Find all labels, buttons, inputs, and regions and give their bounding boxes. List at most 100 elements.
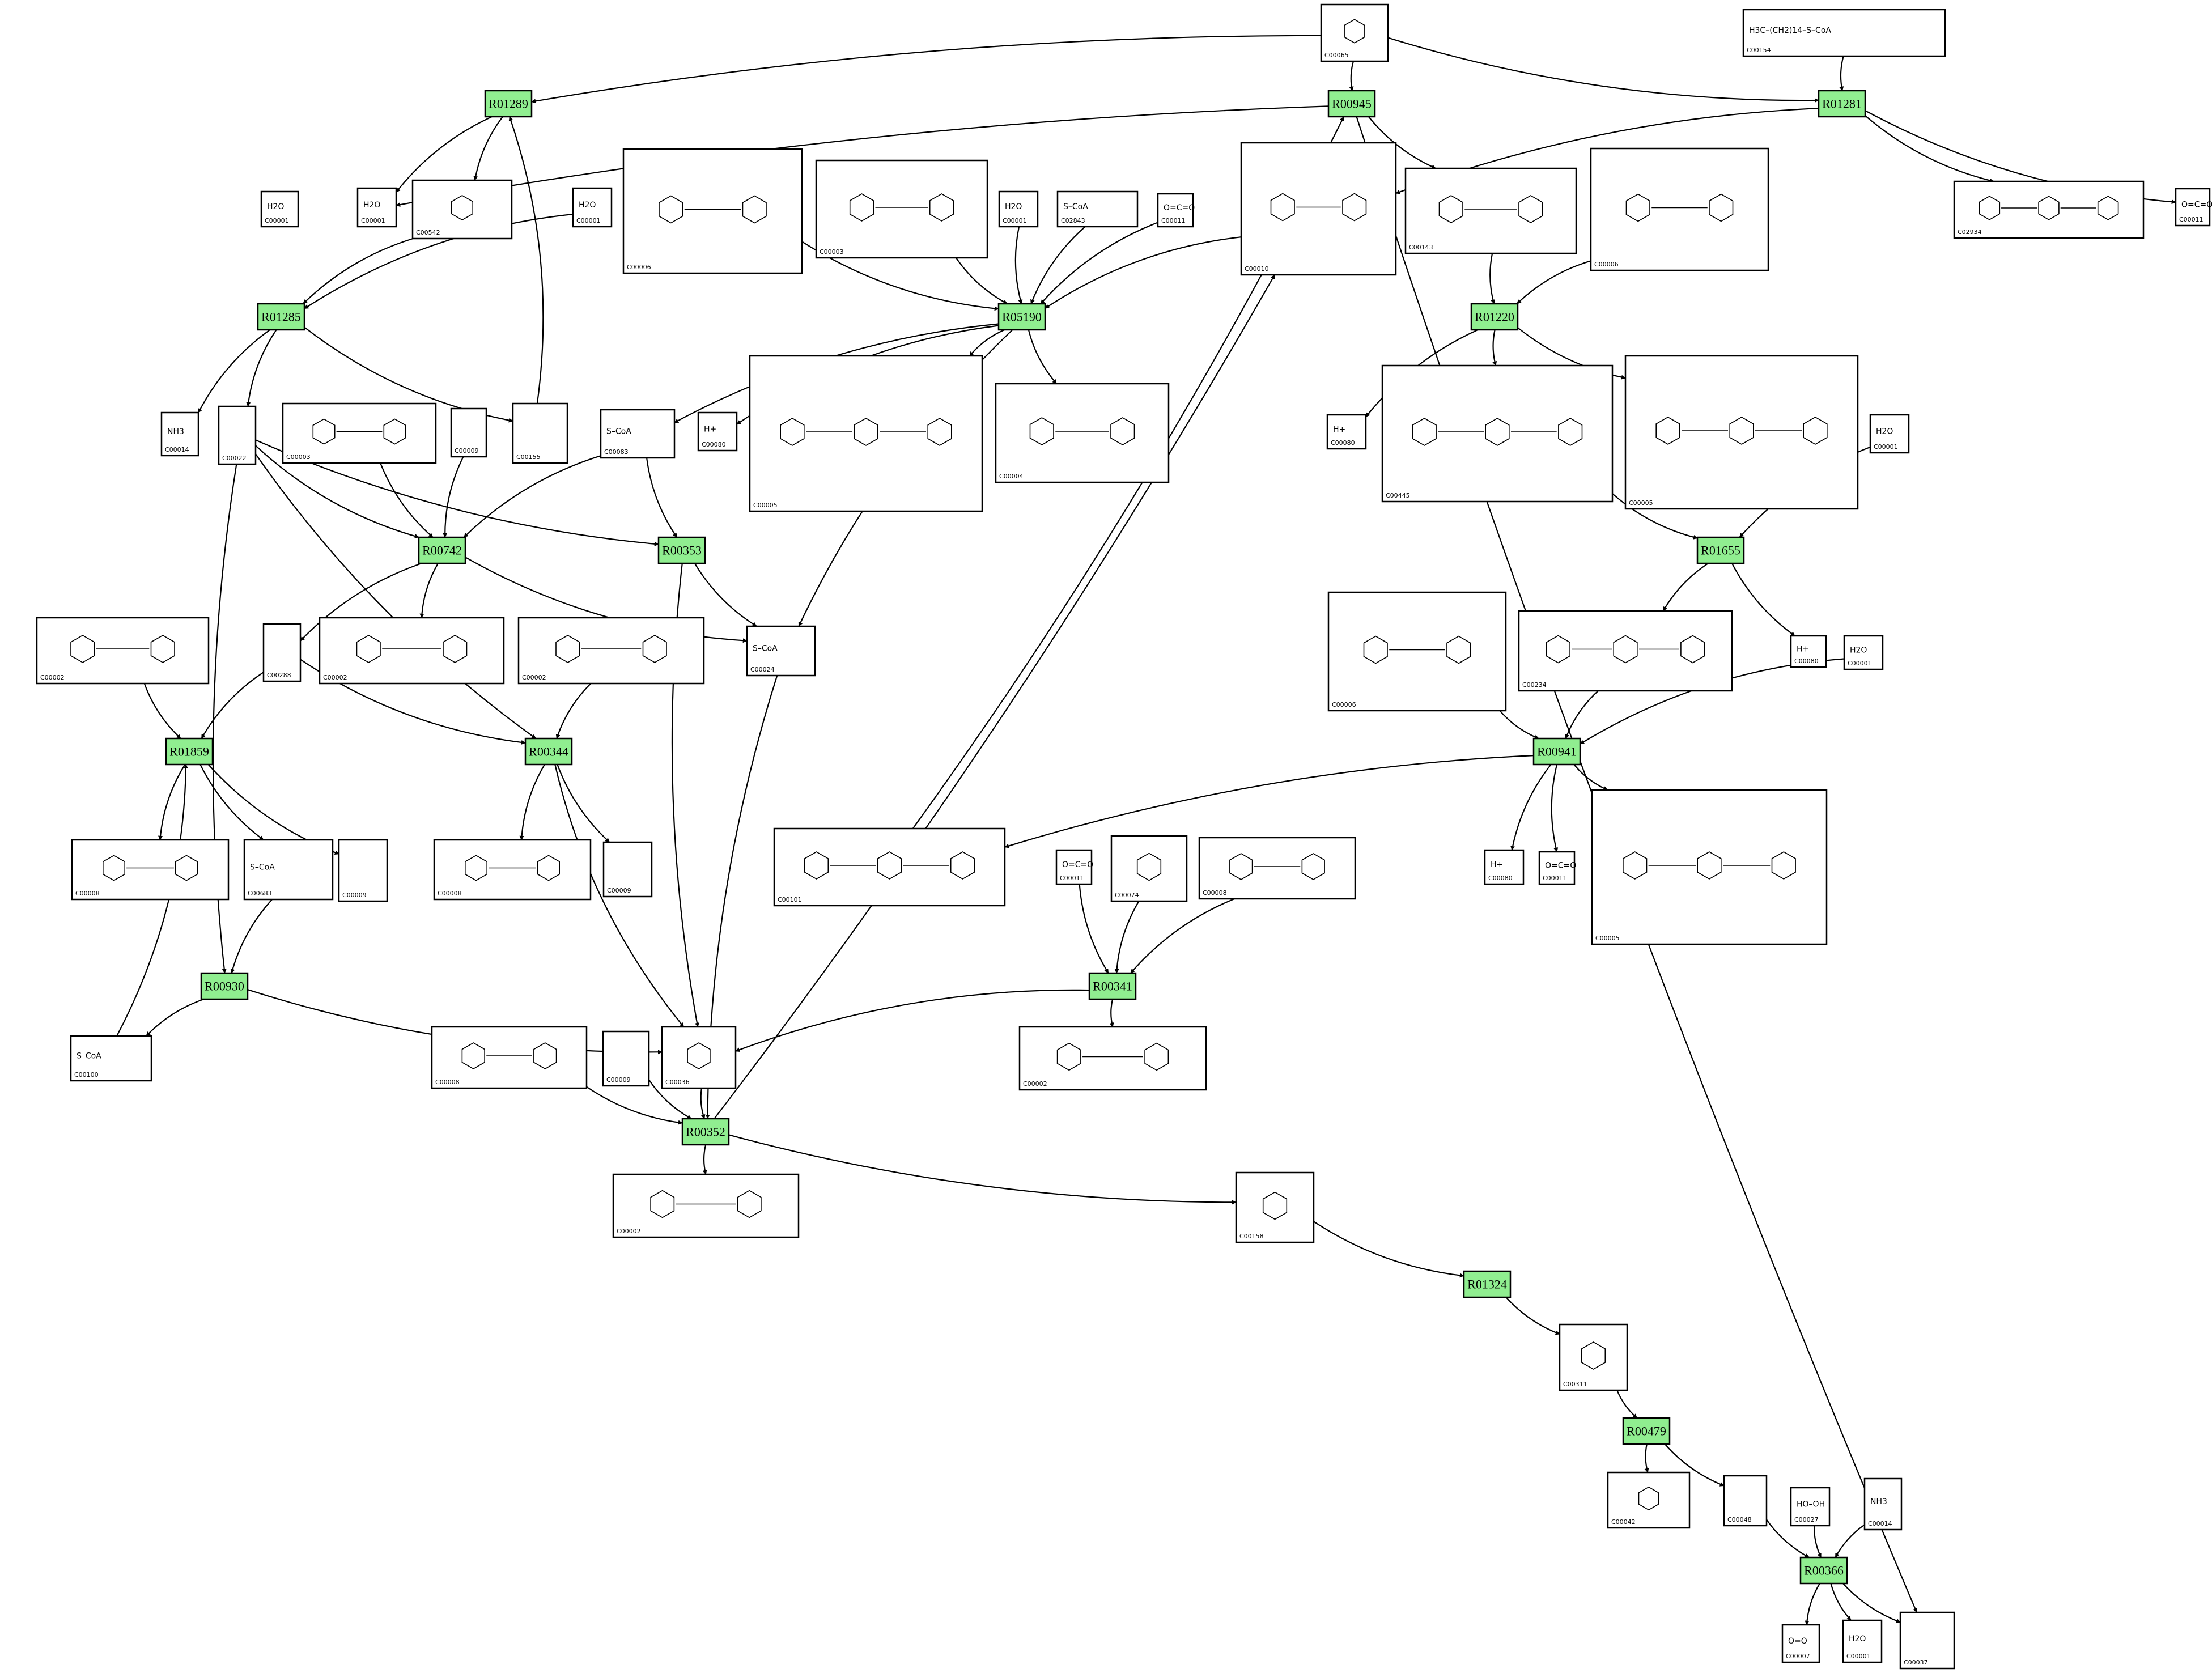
- reaction-r00479[interactable]: R00479: [1622, 1417, 1671, 1445]
- compound-c00002[interactable]: C00002: [1018, 1026, 1207, 1091]
- compound-c00006[interactable]: C00006: [1327, 591, 1507, 712]
- compound-c00022[interactable]: C00022: [218, 405, 257, 465]
- compound-c00037[interactable]: C00037: [1899, 1611, 1955, 1670]
- reaction-r01655[interactable]: R01655: [1696, 536, 1745, 564]
- compound-formula: H+: [1333, 425, 1345, 434]
- compound-c00009[interactable]: C00009: [602, 841, 653, 898]
- compound-c00042[interactable]: C00042: [1607, 1471, 1691, 1529]
- edge-c0143-R01220: [1489, 253, 1496, 304]
- compound-c00003[interactable]: C00003: [282, 402, 437, 464]
- compound-id: C00005: [753, 502, 778, 509]
- compound-c00101[interactable]: C00101: [773, 827, 1006, 907]
- compound-c00065[interactable]: C00065: [1320, 3, 1389, 62]
- compound-c00074[interactable]: C00074: [1110, 835, 1188, 902]
- compound-c00158[interactable]: C00158: [1235, 1171, 1315, 1243]
- compound-c00143[interactable]: C00143: [1404, 167, 1577, 254]
- compound-c00006[interactable]: C00006: [1590, 147, 1769, 271]
- compound-c00008[interactable]: C00008: [1198, 836, 1356, 900]
- reaction-r00344[interactable]: R00344: [524, 737, 573, 766]
- reaction-box: [1463, 1270, 1512, 1298]
- compound-c00542[interactable]: C00542: [411, 179, 513, 240]
- compound-c00080[interactable]: H+C00080: [697, 411, 738, 452]
- compound-c00010[interactable]: C00010: [1240, 142, 1397, 276]
- reaction-r00352[interactable]: R00352: [681, 1118, 730, 1146]
- reaction-r01324[interactable]: R01324: [1463, 1270, 1512, 1298]
- compound-box: [36, 617, 210, 685]
- compound-formula: O=O: [1788, 1637, 1807, 1646]
- compound-c00048[interactable]: C00048: [1723, 1475, 1768, 1527]
- compound-c00006[interactable]: C00006: [622, 148, 803, 274]
- compound-c00005[interactable]: C00005: [749, 355, 983, 512]
- compound-c00036[interactable]: C00036: [661, 1026, 737, 1089]
- edge-R00479-c0042: [1644, 1443, 1649, 1473]
- reaction-r00945[interactable]: R00945: [1327, 90, 1376, 118]
- compound-c00008[interactable]: C00008: [71, 839, 230, 901]
- reaction-r00366[interactable]: R00366: [1799, 1556, 1848, 1585]
- reaction-r00341[interactable]: R00341: [1088, 972, 1137, 1000]
- reaction-r00930[interactable]: R00930: [200, 972, 249, 1000]
- compound-c00009[interactable]: C00009: [338, 839, 388, 902]
- compound-c00008[interactable]: C00008: [431, 1026, 588, 1089]
- compound-c02934[interactable]: C02934: [1953, 180, 2145, 239]
- reaction-r01285[interactable]: R01285: [257, 303, 305, 331]
- edge-c0065-R01289: [531, 35, 1322, 104]
- compound-c00311[interactable]: C00311: [1559, 1323, 1628, 1391]
- compound-c00005[interactable]: C00005: [1591, 789, 1828, 945]
- compound-box: [160, 411, 199, 457]
- compound-c00009[interactable]: C00009: [450, 407, 487, 458]
- compound-c00002[interactable]: C00002: [517, 617, 705, 685]
- reaction-r01281[interactable]: R01281: [1818, 90, 1866, 118]
- compound-id: C00001: [1874, 443, 1898, 451]
- compound-c00155[interactable]: C00155: [512, 402, 568, 464]
- edge-R01220-c0445: [1492, 329, 1497, 366]
- compound-c00445[interactable]: C00445: [1381, 364, 1614, 503]
- reaction-r00742[interactable]: R00742: [418, 536, 466, 564]
- compound-id: C00001: [1003, 217, 1027, 224]
- compound-c00002[interactable]: C00002: [612, 1173, 800, 1238]
- edge-c0048-R00366: [1766, 1519, 1810, 1558]
- compound-c00008[interactable]: C00008: [433, 839, 592, 901]
- compound-c00080[interactable]: H+C00080: [1484, 849, 1525, 885]
- compound-id: C00011: [1543, 874, 1567, 882]
- compound-c00009[interactable]: C00009: [602, 1030, 650, 1087]
- compound-c00080[interactable]: H+C00080: [1326, 414, 1367, 450]
- compound-c00002[interactable]: C00002: [36, 617, 210, 685]
- reaction-r01859[interactable]: R01859: [165, 737, 214, 766]
- reaction-r00353[interactable]: R00353: [657, 536, 706, 564]
- compound-c00004[interactable]: C00004: [995, 383, 1170, 483]
- compound-c00003[interactable]: C00003: [815, 159, 988, 259]
- reaction-r05190[interactable]: R05190: [997, 303, 1046, 331]
- reaction-r01220[interactable]: R01220: [1470, 303, 1519, 331]
- compound-c00234[interactable]: C00234: [1518, 610, 1733, 692]
- compound-c00080[interactable]: H+C00080: [1790, 635, 1827, 668]
- compound-c00288[interactable]: C00288: [262, 623, 302, 682]
- compound-box: [356, 187, 397, 228]
- reaction-r01289[interactable]: R01289: [484, 90, 533, 118]
- compound-c00002[interactable]: C00002: [319, 617, 505, 685]
- reaction-r00941[interactable]: R00941: [1532, 737, 1581, 766]
- compound-box: [1404, 167, 1577, 254]
- structure-ring: [1518, 195, 1543, 223]
- compound-c00005[interactable]: C00005: [1624, 355, 1859, 510]
